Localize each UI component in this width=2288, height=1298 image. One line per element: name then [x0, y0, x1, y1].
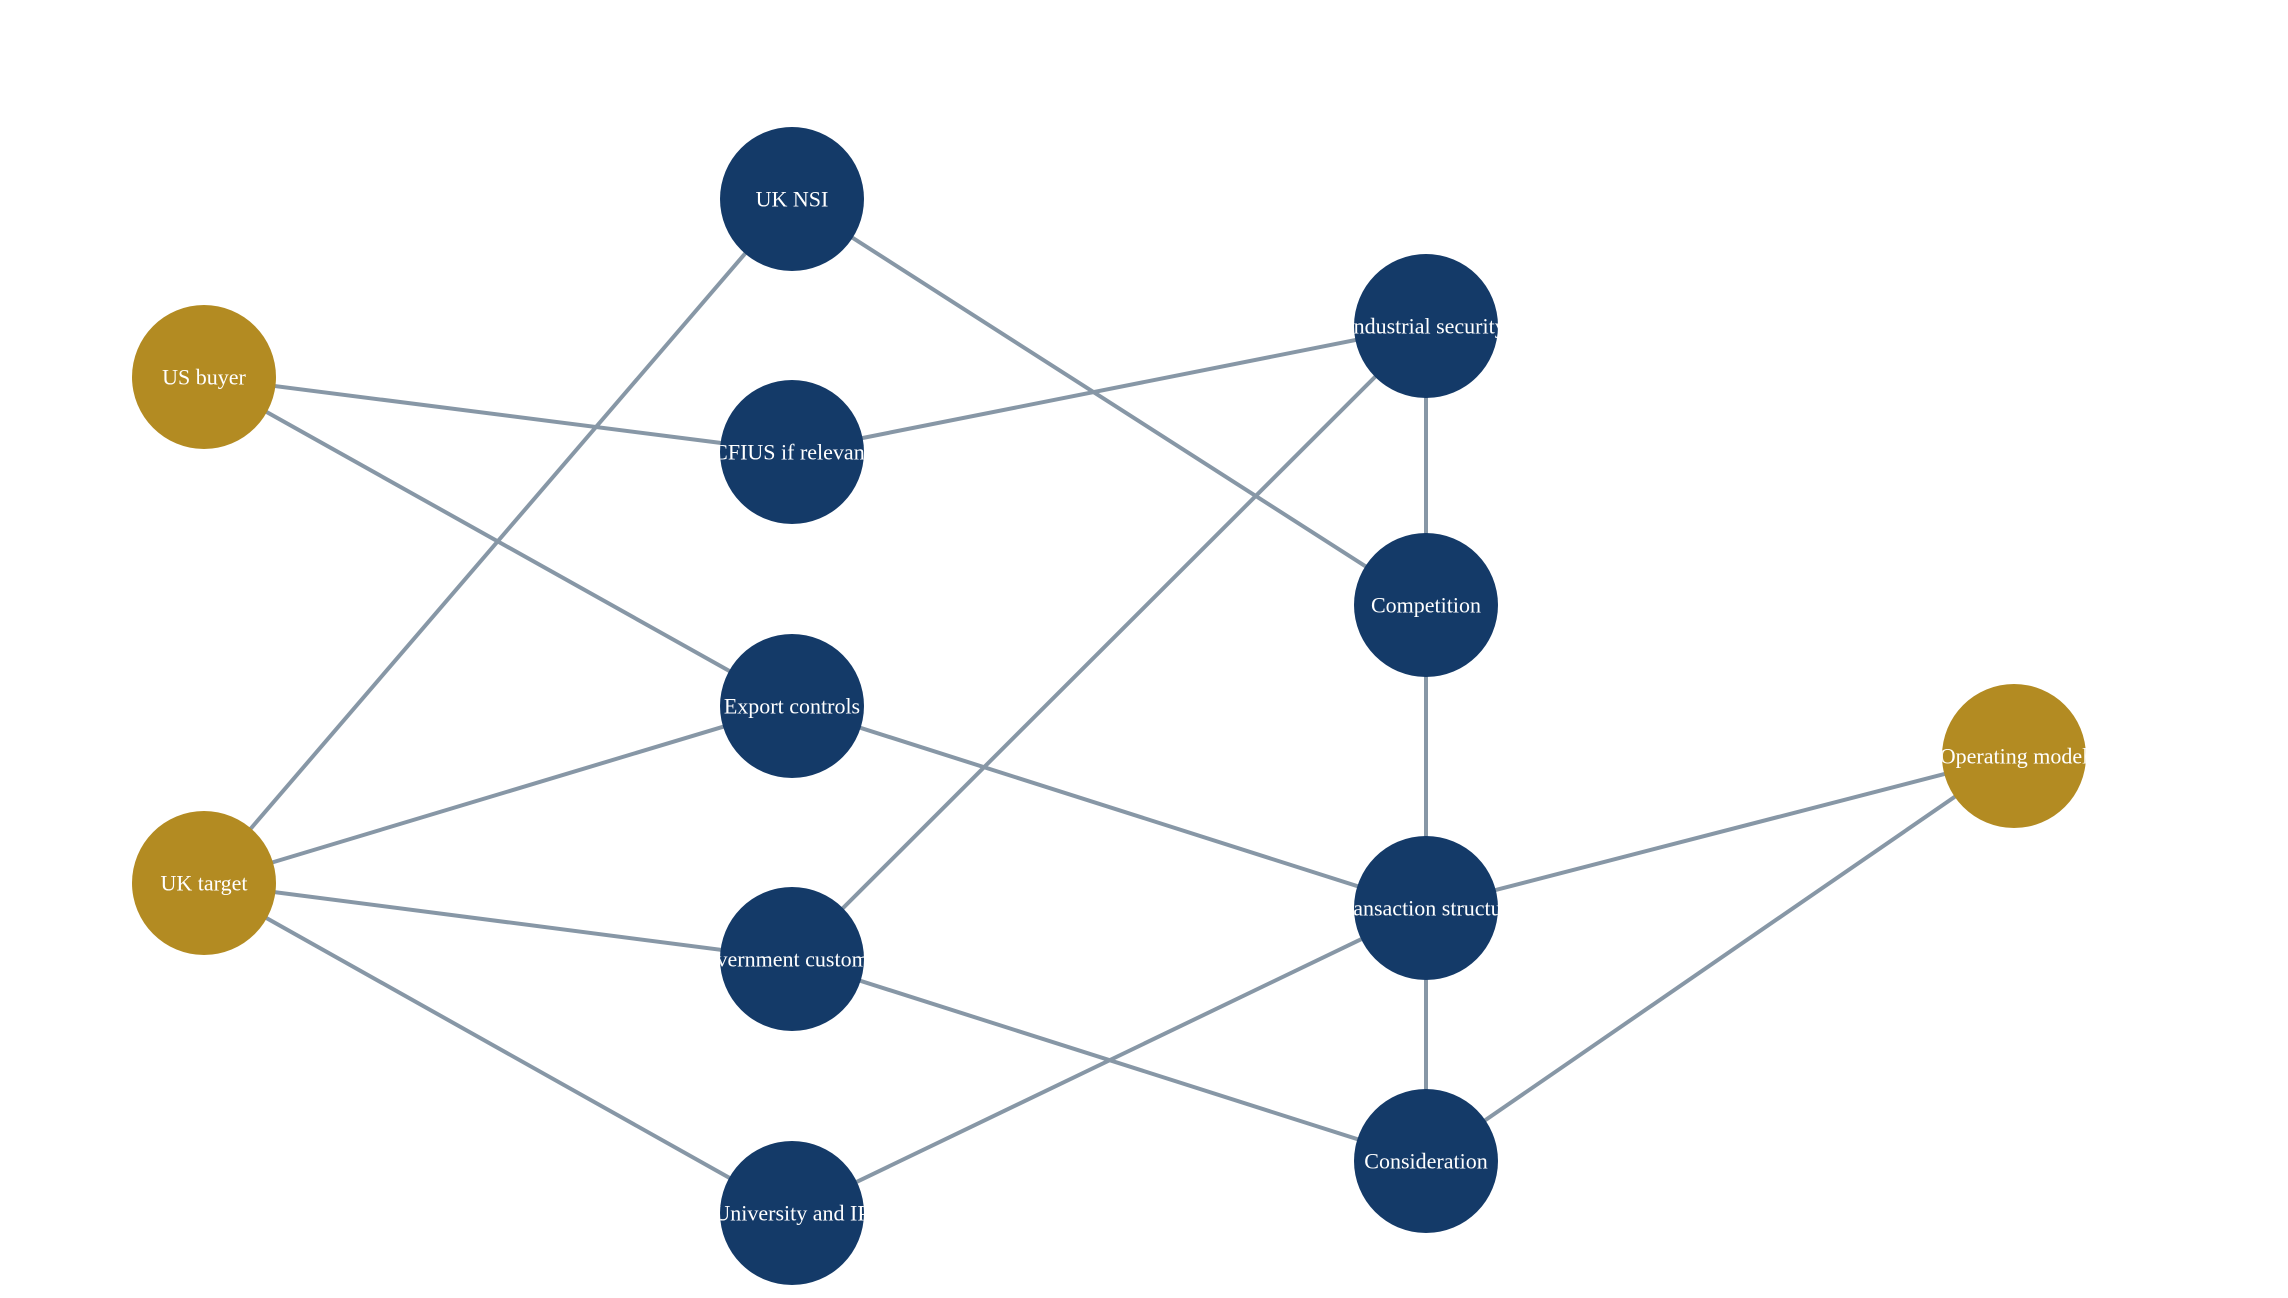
node-competition-label: Competition: [1371, 593, 1481, 618]
node-government-customers-circle: [720, 887, 864, 1031]
node-operating-model-circle: [1942, 684, 2086, 828]
edge-uk-nsi-to-competition: [790, 197, 1428, 607]
node-export-controls[interactable]: Export controls: [720, 634, 864, 778]
edge-uk-target-to-government-customers: [203, 881, 793, 961]
node-export-controls-circle: [720, 634, 864, 778]
node-university-ip-circle: [720, 1141, 864, 1285]
edge-uk-target-to-uk-nsi: [202, 197, 794, 885]
node-operating-model[interactable]: Operating model: [1940, 684, 2088, 828]
node-uk-target[interactable]: UK target: [132, 811, 276, 955]
node-uk-nsi-label: UK NSI: [756, 187, 829, 212]
node-uk-target-circle: [132, 811, 276, 955]
node-us-buyer-circle: [132, 305, 276, 449]
node-cfius-label: CFIUS if relevant: [713, 440, 871, 465]
node-export-controls-label: Export controls: [724, 694, 860, 719]
node-transaction-structure[interactable]: Transaction structure: [1333, 836, 1519, 980]
node-cfius[interactable]: CFIUS if relevant: [713, 380, 871, 524]
node-competition[interactable]: Competition: [1354, 533, 1498, 677]
node-consideration[interactable]: Consideration: [1354, 1089, 1498, 1233]
edge-government-customers-to-industrial-security: [790, 324, 1428, 961]
node-transaction-structure-label: Transaction structure: [1333, 896, 1519, 921]
node-consideration-circle: [1354, 1089, 1498, 1233]
edge-export-controls-to-transaction-structure: [791, 704, 1427, 910]
node-consideration-label: Consideration: [1364, 1149, 1487, 1174]
node-uk-nsi[interactable]: UK NSI: [720, 127, 864, 271]
edge-university-ip-to-transaction-structure: [791, 906, 1427, 1215]
edge-transaction-structure-to-operating-model: [1425, 754, 2015, 910]
node-cfius-circle: [720, 380, 864, 524]
edge-consideration-to-operating-model: [1424, 754, 2016, 1163]
edge-uk-target-to-export-controls: [203, 704, 793, 885]
node-university-ip-label: University and IP: [714, 1201, 869, 1226]
node-layer: US buyer UK target UK NSI CFIUS if relev…: [132, 127, 2088, 1285]
node-government-customers[interactable]: Government customers: [690, 887, 895, 1031]
node-government-customers-label: Government customers: [690, 947, 895, 972]
node-industrial-security-circle: [1354, 254, 1498, 398]
node-uk-nsi-circle: [720, 127, 864, 271]
node-us-buyer-label: US buyer: [162, 365, 246, 390]
node-us-buyer[interactable]: US buyer: [132, 305, 276, 449]
node-uk-target-label: UK target: [161, 871, 248, 896]
node-industrial-security-label: Industrial security: [1346, 314, 1505, 339]
node-competition-circle: [1354, 533, 1498, 677]
edge-us-buyer-to-cfius: [203, 375, 793, 454]
edge-cfius-to-industrial-security: [791, 324, 1427, 454]
node-operating-model-label: Operating model: [1940, 744, 2088, 769]
edge-uk-target-to-university-ip: [203, 881, 793, 1215]
edge-layer: [202, 197, 2016, 1215]
node-transaction-structure-circle: [1354, 836, 1498, 980]
node-university-ip[interactable]: University and IP: [714, 1141, 869, 1285]
node-industrial-security[interactable]: Industrial security: [1346, 254, 1505, 398]
